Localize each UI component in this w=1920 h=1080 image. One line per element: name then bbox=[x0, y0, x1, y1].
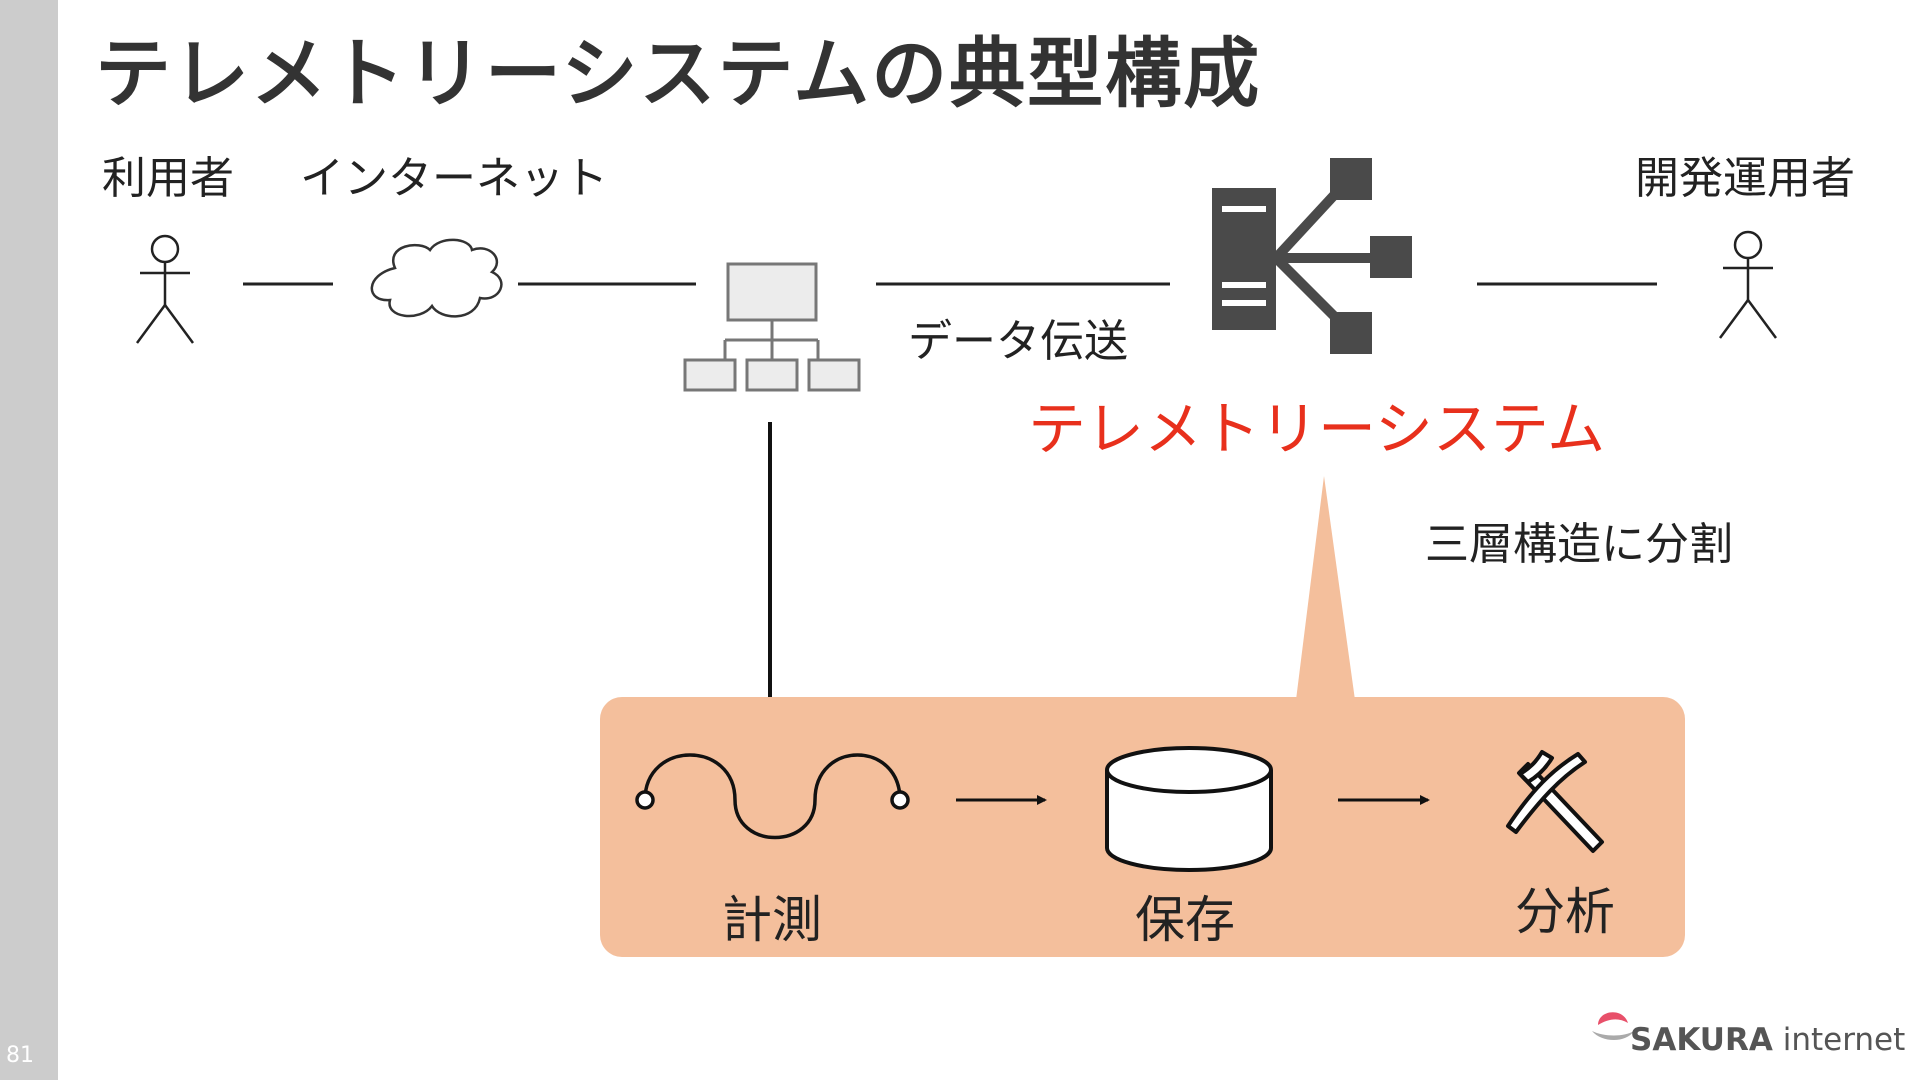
three-tier-note: 三層構造に分割 bbox=[1425, 519, 1733, 570]
internet-label: インターネット bbox=[300, 153, 608, 204]
user-stick-figure-icon bbox=[135, 234, 195, 344]
slide-title: テレメトリーシステムの典型構成 bbox=[95, 29, 1262, 118]
devops-stick-figure-icon bbox=[1718, 230, 1778, 339]
telemetry-system-label: テレメトリーシステム bbox=[1028, 395, 1606, 463]
user-label: 利用者 bbox=[102, 153, 234, 204]
telemetry-server-icon bbox=[1212, 158, 1412, 354]
sakura-internet-logo: SAKURA internet bbox=[1630, 1022, 1905, 1058]
page-number: 81 bbox=[6, 1043, 34, 1068]
internet-cloud-icon bbox=[370, 238, 503, 318]
database-cylinder-icon bbox=[1105, 746, 1273, 872]
callout-pointer bbox=[1296, 476, 1355, 700]
wave-sensor-icon bbox=[635, 753, 910, 840]
stage-label-measure: 計測 bbox=[722, 891, 822, 949]
logo-brand: SAKURA bbox=[1630, 1022, 1773, 1058]
data-transfer-label: データ伝送 bbox=[908, 316, 1128, 367]
logo-suffix: internet bbox=[1782, 1022, 1906, 1058]
stage-label-store: 保存 bbox=[1135, 891, 1235, 949]
sakura-logo-icon bbox=[1592, 1012, 1634, 1040]
stage-label-analyze: 分析 bbox=[1515, 883, 1615, 941]
devops-label: 開発運用者 bbox=[1635, 153, 1855, 204]
pickaxe-icon bbox=[1506, 750, 1604, 853]
network-hierarchy-icon bbox=[683, 262, 861, 392]
left-sidebar-bar bbox=[0, 0, 58, 1080]
